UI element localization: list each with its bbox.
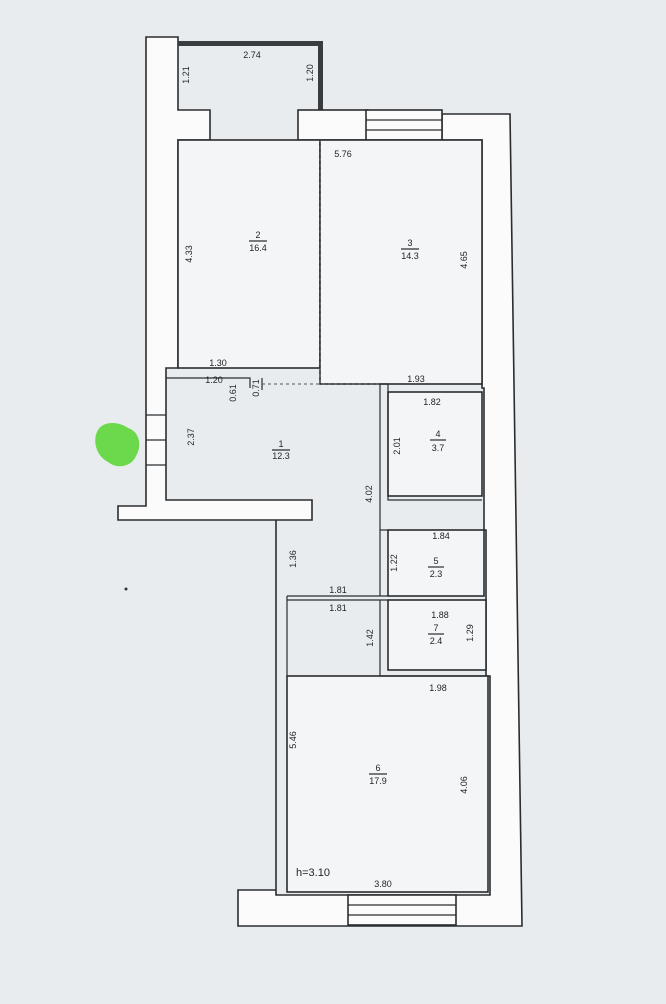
dim-hall-nook-depth-b: 0.71: [251, 379, 261, 397]
ink-dot: [124, 587, 128, 591]
room-4: [387, 391, 483, 497]
dim-room2-bottom-width: 1.30: [209, 358, 227, 368]
room-6-number: 6: [375, 763, 380, 773]
room-3: [319, 139, 483, 385]
window-bottom: [347, 894, 457, 926]
room-2: [177, 139, 321, 369]
dim-balcony-width: 2.74: [243, 50, 261, 60]
room-5: [387, 529, 485, 597]
room-2-number: 2: [255, 230, 260, 240]
window-top: [365, 109, 443, 141]
room-1-number: 1: [278, 439, 283, 449]
dim-corridor-lower-height: 1.36: [288, 550, 298, 568]
dim-room5-height: 1.22: [389, 554, 399, 572]
room-5-number: 5: [433, 556, 438, 566]
room-2-area: 16.4: [249, 243, 267, 253]
room-3-area: 14.3: [401, 251, 419, 261]
dim-corridor-height: 4.02: [364, 485, 374, 503]
room-7: [387, 599, 487, 671]
dim-top-span: 5.76: [334, 149, 352, 159]
dim-room7-width: 1.88: [431, 610, 449, 620]
dim-balcony-right-depth: 1.20: [305, 64, 315, 82]
dim-room6-bottom-width: 3.80: [374, 879, 392, 889]
dim-room7-left-height: 1.42: [365, 629, 375, 647]
entrance-door: [146, 414, 166, 466]
room-4-number: 4: [435, 429, 440, 439]
room-6-area: 17.9: [369, 776, 387, 786]
dim-hall-nook-depth-a: 0.61: [228, 384, 238, 402]
room-7-number: 7: [433, 623, 438, 633]
dim-room5-width: 1.84: [432, 531, 450, 541]
balcony: [178, 41, 369, 141]
dim-room4-width: 1.82: [423, 397, 441, 407]
dim-room3-height: 4.65: [459, 251, 469, 269]
green-marker: [95, 423, 140, 467]
dim-corridor-width-b: 1.81: [329, 603, 347, 613]
room-1-area: 12.3: [272, 451, 290, 461]
dim-room4-height: 2.01: [392, 437, 402, 455]
room-5-area: 2.3: [430, 569, 443, 579]
ceiling-height-label: h=3.10: [296, 867, 330, 879]
dim-hall-nook-width: 1.20: [205, 375, 223, 385]
room-4-area: 3.7: [432, 443, 445, 453]
dim-balcony-left-depth: 1.21: [181, 66, 191, 84]
interior-walls: [166, 140, 486, 677]
room-7-area: 2.4: [430, 636, 443, 646]
dim-room6-top-width: 1.98: [429, 683, 447, 693]
room-6: [286, 675, 489, 893]
dim-room7-height: 1.29: [465, 624, 475, 642]
dim-room6-height-right: 4.06: [459, 776, 469, 794]
dim-corridor-width-a: 1.81: [329, 585, 347, 595]
room-3-number: 3: [407, 238, 412, 248]
dim-hall-right-width: 1.93: [407, 374, 425, 384]
dim-room6-height-left: 5.46: [288, 731, 298, 749]
dim-hall-height: 2.37: [186, 428, 196, 446]
dim-room2-height: 4.33: [184, 245, 194, 263]
